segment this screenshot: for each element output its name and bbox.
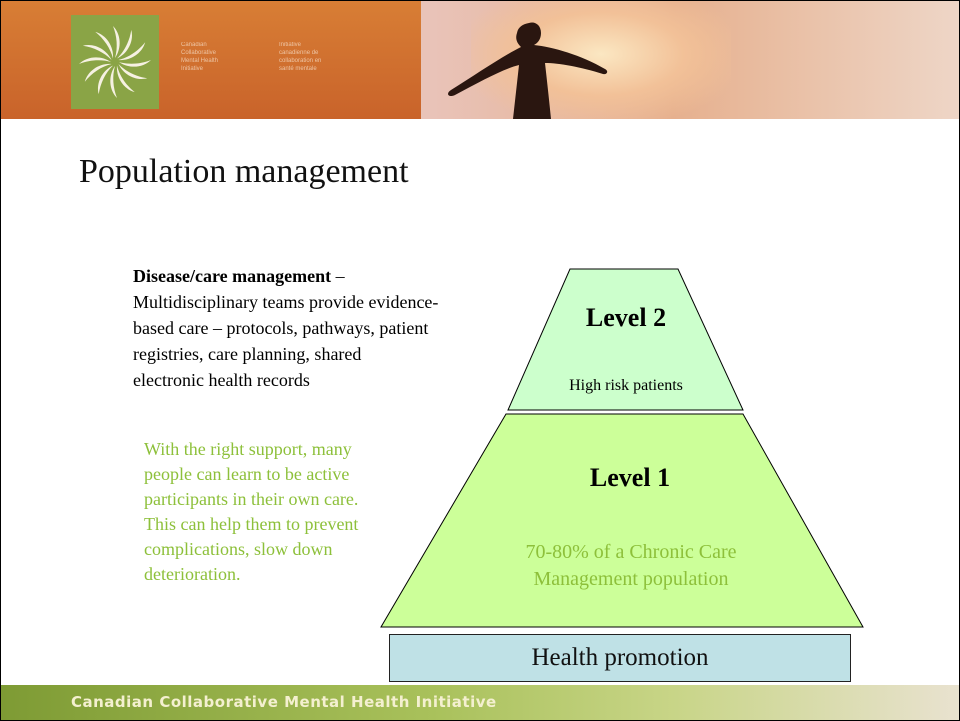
level-1-subtitle: 70-80% of a Chronic Care Management popu… [525,541,737,590]
header-banner: Canadian Collaborative Mental Health Ini… [1,1,959,119]
footer-text: Canadian Collaborative Mental Health Ini… [71,693,497,711]
ccmhi-logo-icon [79,26,151,98]
level-2-title: Level 2 [585,303,667,332]
health-promotion-base: Health promotion [389,634,851,682]
level-2-tier [507,268,744,411]
banner-tagline: Initiative canadienne de collaboration e… [279,42,322,72]
self-management-text: With the right support, many people can … [144,439,359,584]
slide-title: Population management [79,153,409,190]
level-2-subtitle: High risk patients [569,377,683,394]
description-body: Multidisciplinary teams provide evidence… [133,292,439,390]
description-heading: Disease/care management [133,266,332,286]
description-dash: – [331,266,345,286]
level-1-tier [380,413,864,628]
disease-management-description: Disease/care management – Multidisciplin… [133,263,553,393]
person-silhouette-icon [448,22,608,119]
banner-org-name: Canadian Collaborative Mental Health Ini… [181,42,219,72]
level-1-title: Level 1 [589,463,671,492]
footer-bar: Canadian Collaborative Mental Health Ini… [1,685,959,720]
